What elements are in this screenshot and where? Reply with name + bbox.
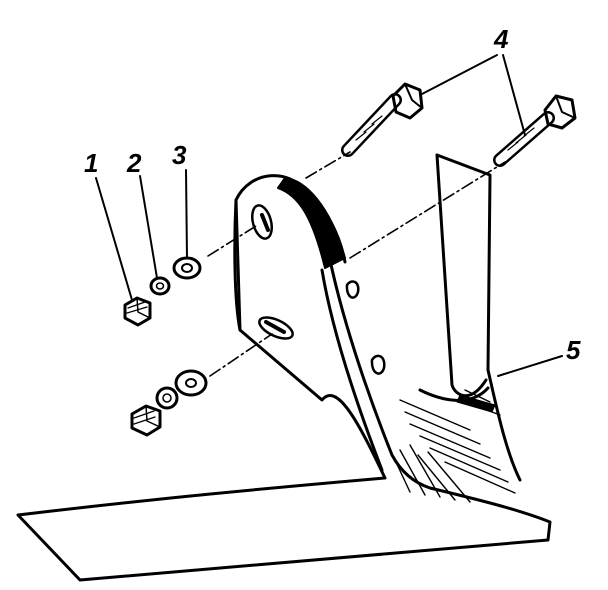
bolt-upper <box>341 82 424 157</box>
assembly-axes <box>207 151 506 377</box>
fastener-stack-upper <box>123 256 202 327</box>
callout-leaders <box>95 54 563 377</box>
fastener-stack-lower <box>130 369 208 437</box>
tine-shank <box>16 153 552 582</box>
callout-2-lock-washer: 2 <box>127 148 142 178</box>
lock-washer-upper <box>149 276 171 296</box>
callout-5-tine-shank: 5 <box>566 335 581 365</box>
callout-3-flat-washer: 3 <box>172 140 187 170</box>
lock-washer-lower <box>155 386 179 410</box>
flat-washer-upper <box>172 256 202 280</box>
callout-1-nut: 1 <box>84 148 99 178</box>
bolt-right <box>493 94 577 167</box>
callout-4-bolts: 4 <box>494 24 509 54</box>
flat-washer-lower <box>174 369 208 397</box>
